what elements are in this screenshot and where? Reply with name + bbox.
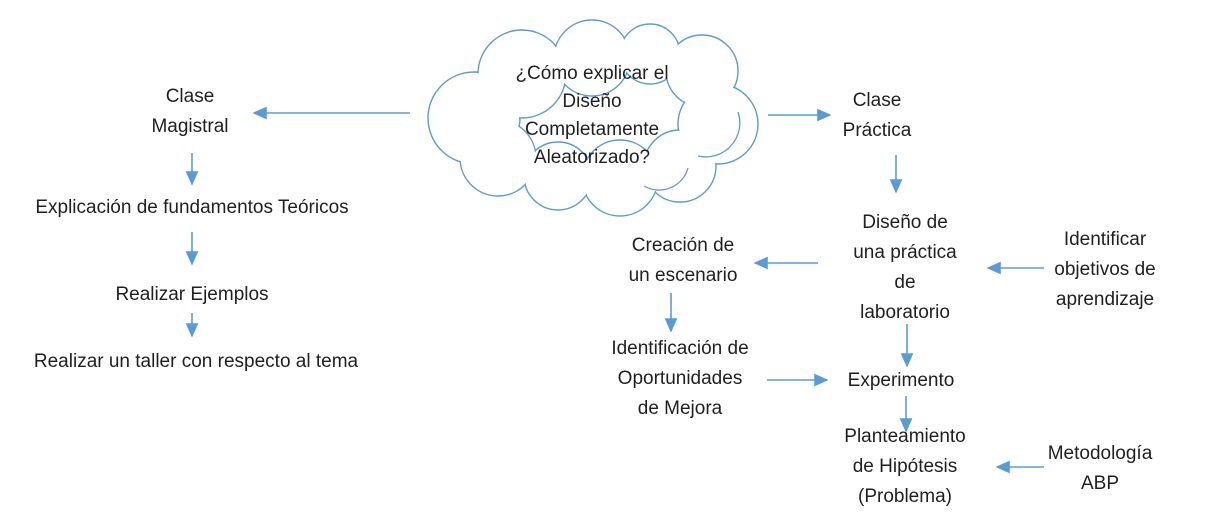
cloud-inner-curls bbox=[643, 111, 741, 191]
node-creacion-escenario: Creación de un escenario bbox=[628, 235, 738, 286]
cloud-shape bbox=[427, 19, 759, 217]
node-planteamiento-hipotesis: Planteamiento de Hipótesis (Problema) bbox=[844, 426, 966, 507]
node-explicacion-fundamentos: Explicación de fundamentos Teóricos bbox=[35, 197, 349, 218]
node-cloud-question: ¿Cómo explicar el Diseño Completamente A… bbox=[515, 63, 669, 168]
node-identificar-objetivos: Identificar objetivos de aprendizaje bbox=[1054, 229, 1156, 310]
node-clase-practica: Clase Práctica bbox=[842, 90, 912, 141]
node-metodologia-abp: Metodología ABP bbox=[1047, 443, 1153, 494]
node-diseno-practica-laboratorio: Diseño de una práctica de laboratorio bbox=[853, 212, 957, 323]
node-clase-magistral: Clase Magistral bbox=[151, 86, 229, 137]
node-realizar-ejemplos: Realizar Ejemplos bbox=[115, 284, 269, 305]
node-experimento: Experimento bbox=[847, 370, 955, 391]
node-identificacion-oportunidades: Identificación de Oportunidades de Mejor… bbox=[611, 338, 749, 419]
node-realizar-taller: Realizar un taller con respecto al tema bbox=[33, 351, 359, 372]
